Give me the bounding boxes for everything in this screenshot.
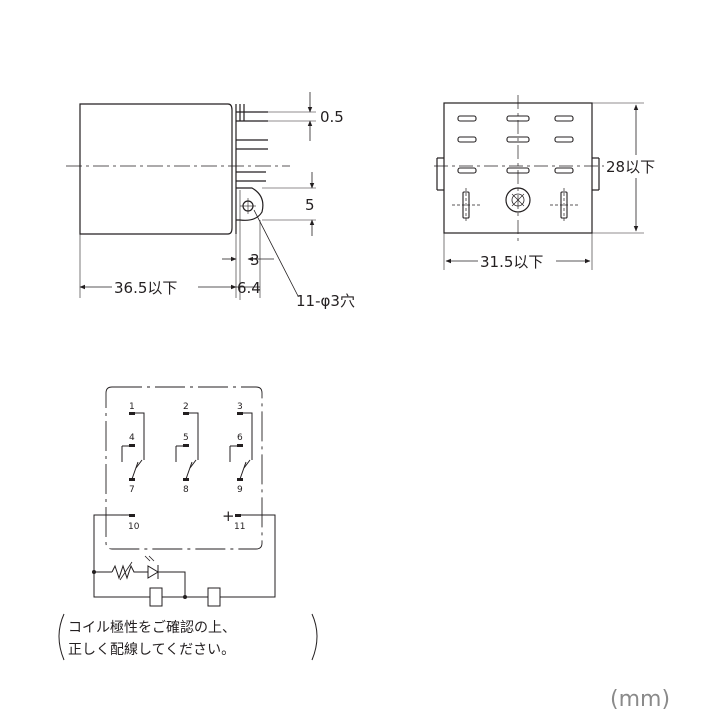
dim-pin-pitch: 5	[305, 196, 315, 214]
dim-terminal-length: 6.4	[237, 279, 261, 297]
contact-group-3	[229, 412, 253, 481]
coil-wire-left	[93, 514, 150, 598]
dim-hole-spec: 11-φ3穴	[296, 292, 355, 310]
led-icon	[147, 565, 159, 579]
center-key-icon	[505, 187, 531, 213]
units-label: (mm)	[610, 687, 670, 712]
pin-label-1: 1	[129, 402, 135, 412]
dim-width: 31.5以下	[480, 253, 543, 271]
pin-label-3: 3	[237, 402, 243, 412]
schematic-outline	[105, 386, 263, 550]
polarity-plus: +	[222, 507, 235, 525]
coil-wire-right	[220, 514, 276, 598]
bottom-view-dimensions: 28以下 31.5以下	[480, 156, 666, 271]
side-view-dimensions: 0.5 5 3 36.5以下 6.4 11-φ3穴	[112, 108, 355, 310]
pin-label-7: 7	[129, 485, 135, 495]
pin-label-2: 2	[183, 402, 189, 412]
wiring-note: コイル極性をご確認の上、 正しく配線してください。	[58, 613, 318, 661]
relay-body-outline	[79, 103, 233, 235]
note-bracket-right	[311, 613, 318, 661]
note-line-2: 正しく配線してください。	[68, 642, 235, 658]
pin-label-10: 10	[128, 522, 140, 532]
bottom-view	[434, 95, 644, 270]
dim-height: 28以下	[606, 158, 655, 176]
dim-hole-offset: 3	[250, 251, 260, 269]
schematic	[92, 386, 276, 607]
dim-pin-width: 0.5	[320, 108, 344, 126]
polarity-minus: −	[120, 511, 128, 521]
schematic-pin-labels: 1 2 3 4 5 6 7 8 9 10 11 − +	[120, 402, 245, 532]
side-view	[66, 92, 316, 300]
coil-block-right	[207, 587, 221, 607]
contact-group-1	[121, 412, 145, 481]
pin-label-8: 8	[183, 485, 189, 495]
pin-label-9: 9	[237, 485, 243, 495]
note-bracket-left	[58, 613, 65, 661]
coil-block-left	[149, 587, 163, 607]
dim-body-length: 36.5以下	[114, 279, 177, 297]
note-line-1: コイル極性をご確認の上、	[68, 620, 236, 636]
pin-label-4: 4	[129, 433, 135, 443]
hole-leader-line	[253, 209, 299, 297]
contact-group-2	[175, 412, 199, 481]
pin-label-6: 6	[237, 433, 243, 443]
mounting-tab	[236, 187, 264, 221]
terminal-pins	[236, 104, 268, 182]
resistor-icon	[111, 564, 148, 580]
pin-label-11: 11	[234, 522, 245, 532]
pin-label-5: 5	[183, 433, 189, 443]
